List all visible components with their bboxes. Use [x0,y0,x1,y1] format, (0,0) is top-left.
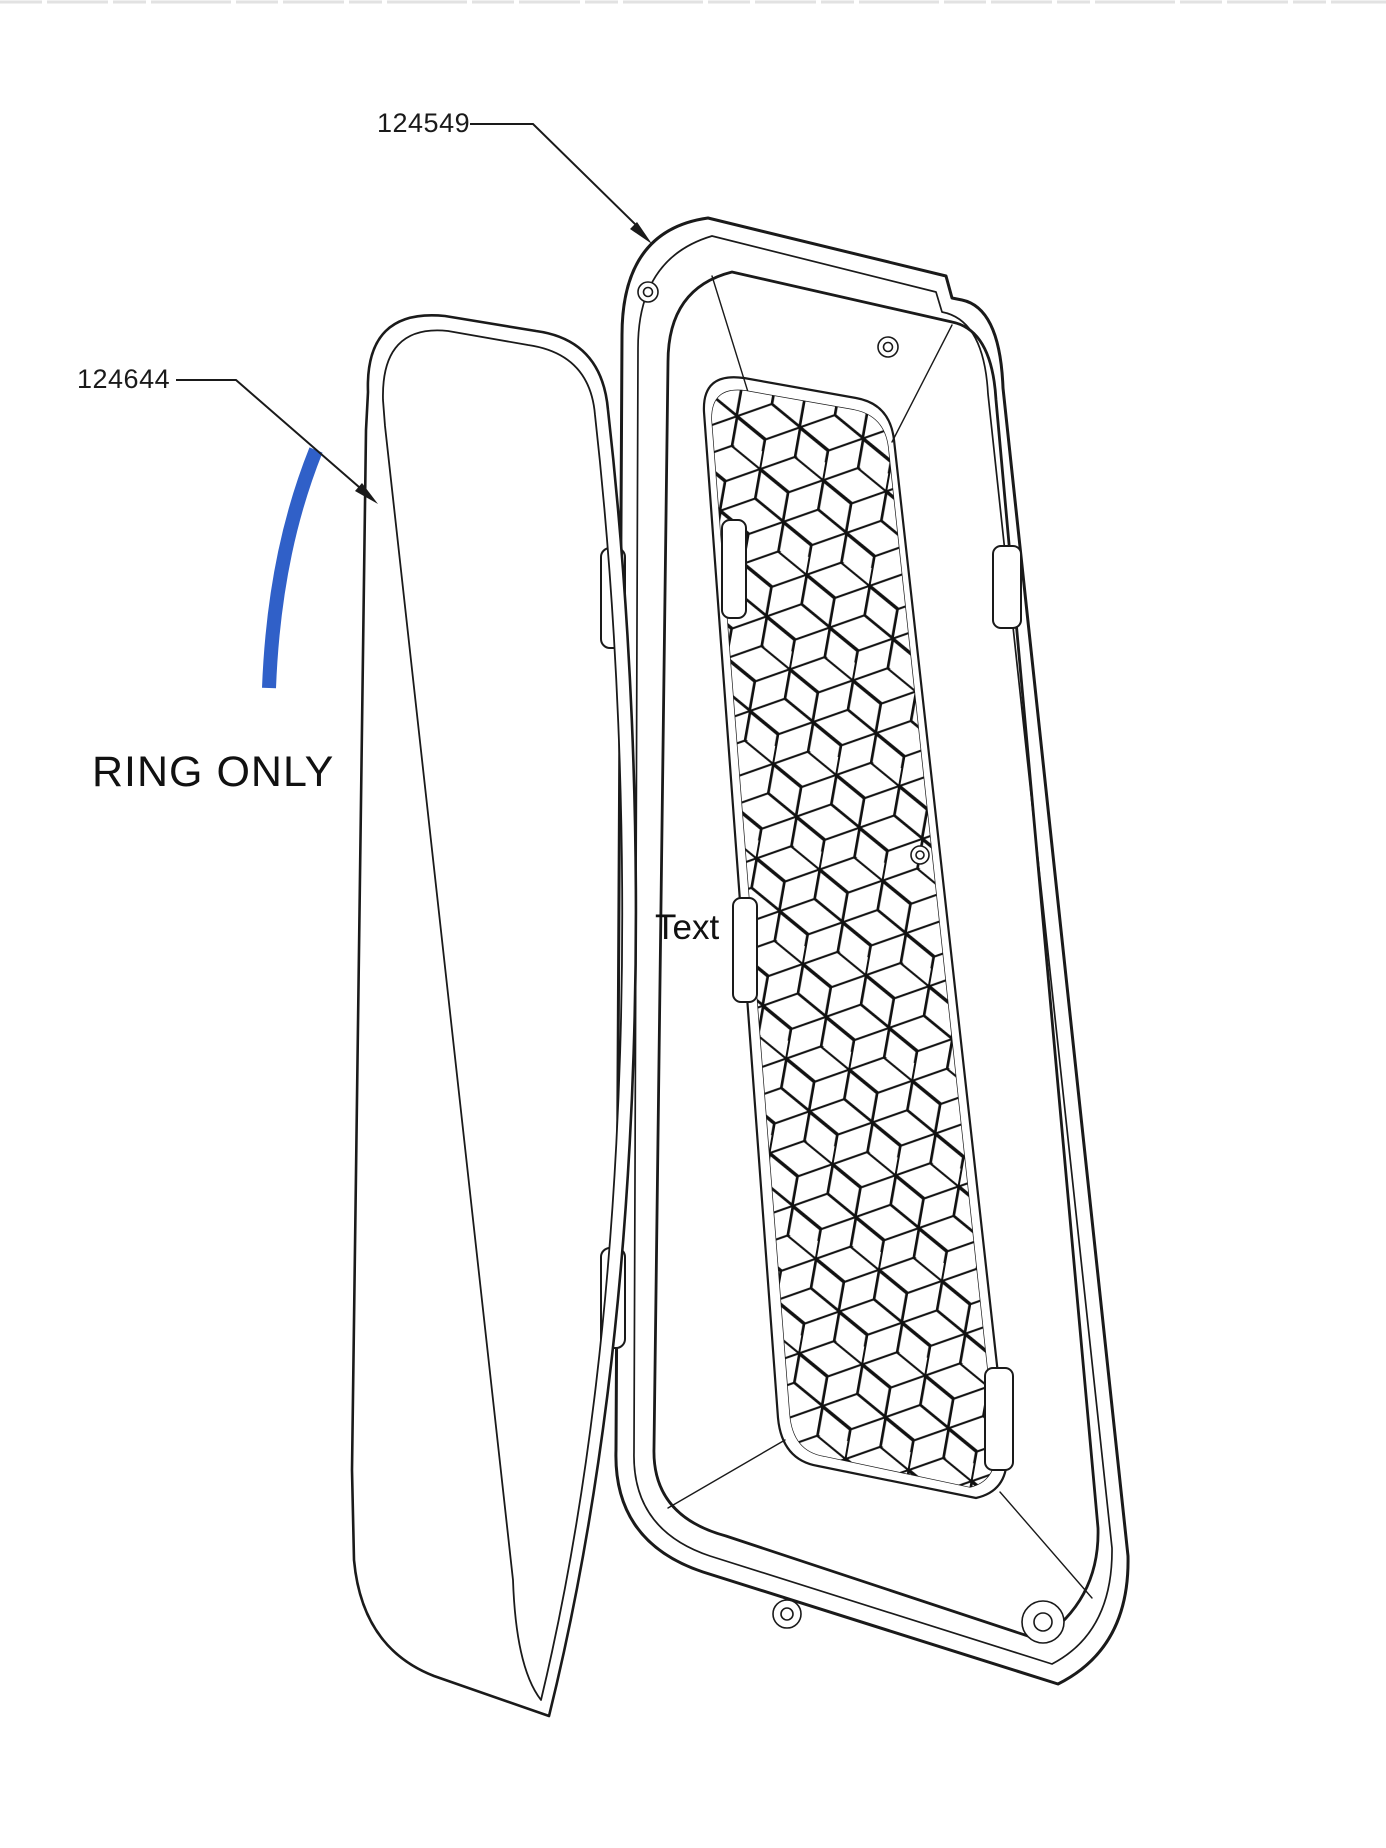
ring-band-fill [352,315,636,1717]
callout-leaders [176,123,652,504]
part-label-124549: 124549 [377,108,471,138]
ring-outer-outline [350,314,638,1718]
clip-right-inner-top [992,545,1022,629]
housing-bevel-frame [652,270,1100,1642]
ring-only-note: RING ONLY [92,748,335,796]
clip-left-inner-mid [732,897,758,1003]
leader-line-124644 [176,379,360,488]
ring-highlight-arc [262,447,323,689]
housing-inner-rim [633,235,1113,1665]
ring-part [350,314,638,1718]
center-text-note: Text [655,908,720,947]
leader-arrowhead-124644 [355,483,378,504]
clip-left-inner-top [721,519,747,619]
clip-right-inner-bottom [984,1367,1014,1471]
housing-corner-miters [667,275,1093,1599]
housing-part [600,216,1130,1686]
housing-screws [637,281,1065,1644]
ring-inner-outline [382,329,624,1701]
leader-line-124549 [470,123,638,227]
leader-arrowhead-124549 [630,222,652,244]
part-label-124644: 124644 [77,364,171,394]
